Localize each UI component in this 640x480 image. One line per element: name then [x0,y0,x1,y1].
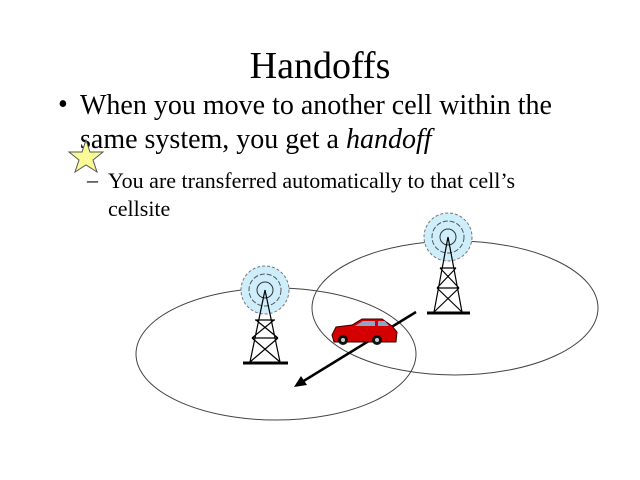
bullet-line-1: When you move to another cell within the [80,90,552,121]
bullet-text: When you move to another cell within the… [80,89,552,157]
car-icon [331,318,398,345]
cell-coverage-right [311,240,599,376]
sub-bullet-text: You are transferred automatically to tha… [108,167,515,223]
sub-bullet-line-2: cellsite [108,196,171,221]
bullet-line-2-text: same system, you get a [80,124,346,155]
sub-bullet-line-1: You are transferred automatically to tha… [108,168,516,193]
direction-arrow [294,310,417,387]
cell-tower-left-icon [240,265,290,365]
bullet-emphasis: handoff [345,124,432,155]
cell-tower-right-icon [423,212,473,315]
bullet-marker: • [58,89,68,120]
bullet-line-2: same system, you get a handoff [80,123,552,157]
sub-bullet-marker: – [87,167,98,192]
slide-title: Handoffs [249,45,391,87]
star-icon [67,138,105,174]
